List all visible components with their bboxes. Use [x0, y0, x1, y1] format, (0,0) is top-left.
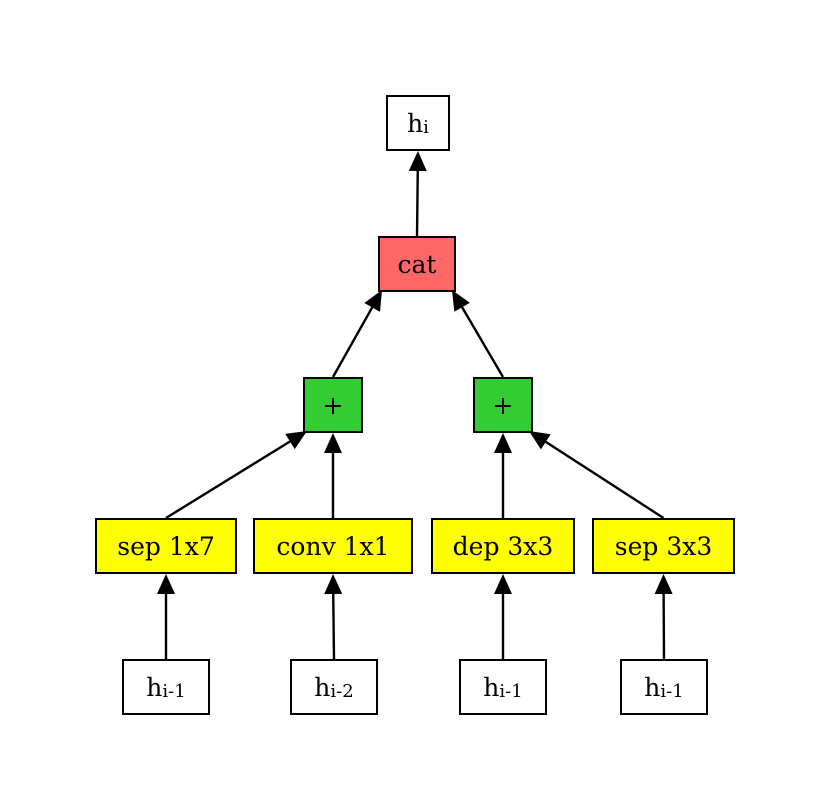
arrowhead-add_left-to-concat	[364, 290, 382, 312]
op-node-sep-3x3: sep 3x3	[592, 518, 735, 574]
input-node-2-base: h	[314, 672, 331, 702]
input-node-3-base: h	[483, 672, 500, 702]
op-node-sep-1x7: sep 1x7	[95, 518, 237, 574]
output-node-base: h	[407, 108, 424, 138]
input-node-3-sub: i-1	[499, 680, 523, 702]
edge-group	[157, 151, 673, 660]
arrowhead-op2-to-add_left	[324, 433, 342, 453]
input-node-2-sub: i-2	[330, 680, 354, 702]
edge-concat-to-output	[415, 170, 419, 237]
input-node-1-sub: i-1	[162, 680, 186, 702]
arrowhead-in4-to-op4	[654, 574, 673, 595]
add-node-left: +	[303, 377, 363, 433]
arrowhead-concat-to-output	[408, 151, 427, 172]
op-node-conv-1x1-label: conv 1x1	[276, 531, 390, 561]
arrowhead-in1-to-op1	[157, 574, 175, 594]
edge-op1-to-add_left	[165, 440, 291, 520]
edge-in2-to-op2	[332, 593, 336, 660]
concat-node-label: cat	[397, 249, 437, 279]
edge-add_left-to-concat	[331, 306, 374, 378]
edge-op4-to-add_right	[545, 440, 665, 520]
add-node-left-label: +	[322, 390, 344, 420]
output-node-sub: i	[423, 116, 429, 138]
arrowhead-op3-to-add_right	[494, 433, 512, 453]
op-node-dep-3x3: dep 3x3	[431, 518, 575, 574]
op-node-sep-1x7-label: sep 1x7	[117, 531, 215, 561]
arrowhead-in2-to-op2	[324, 574, 343, 595]
edge-add_right-to-concat	[461, 306, 505, 378]
arrowhead-op4-to-add_right	[529, 431, 551, 450]
input-node-4-base: h	[644, 672, 661, 702]
arrowhead-in3-to-op3	[494, 574, 512, 594]
op-node-conv-1x1: conv 1x1	[253, 518, 413, 574]
input-node-1-base: h	[146, 672, 163, 702]
arrowhead-add_right-to-concat	[452, 290, 470, 312]
input-node-4-sub: i-1	[660, 680, 684, 702]
op-node-sep-3x3-label: sep 3x3	[614, 531, 713, 561]
concat-node: cat	[378, 236, 456, 292]
arrowhead-op1-to-add_left	[285, 431, 307, 450]
add-node-right-label: +	[492, 390, 514, 420]
op-node-dep-3x3-label: dep 3x3	[452, 531, 554, 561]
add-node-right: +	[473, 377, 533, 433]
